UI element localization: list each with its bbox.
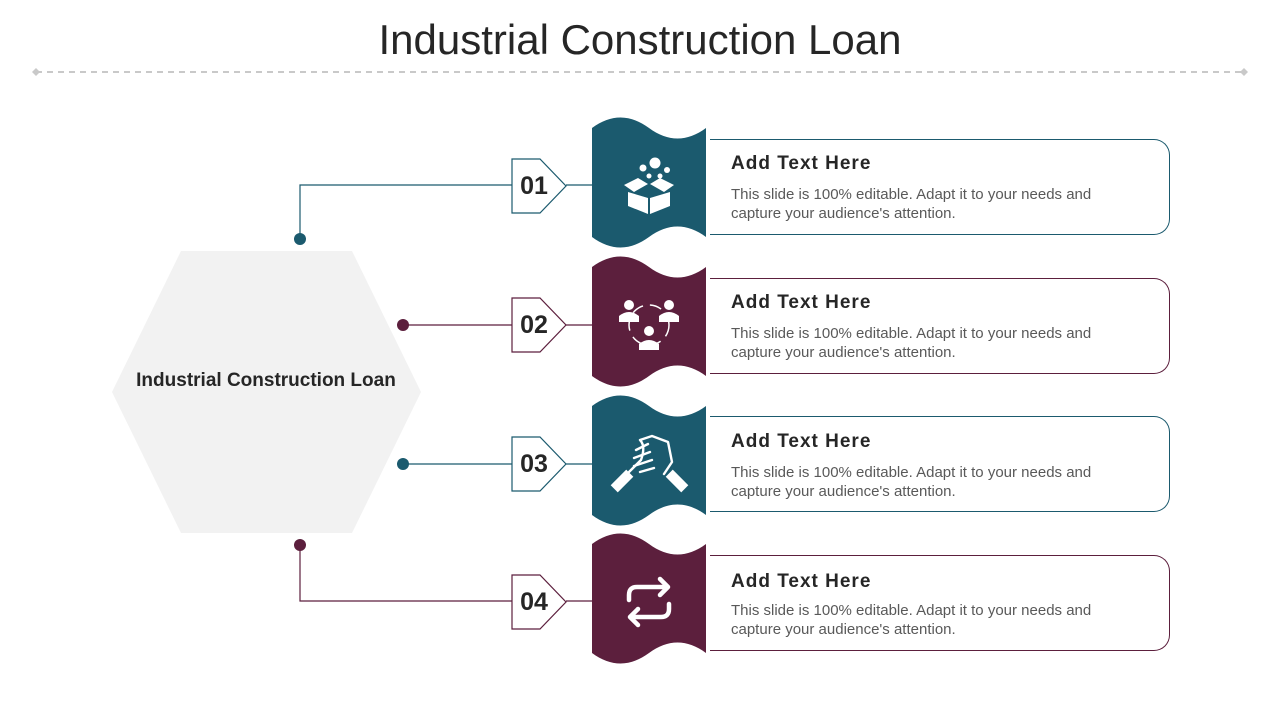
icon-banner-02 bbox=[592, 256, 706, 387]
handshake-icon bbox=[610, 434, 689, 493]
card-heading-01: Add Text Here bbox=[731, 153, 872, 174]
card-heading-04: Add Text Here bbox=[731, 571, 872, 592]
step-number-04: 04 bbox=[520, 588, 548, 616]
connector-02 bbox=[397, 319, 592, 331]
icon-banner-04 bbox=[592, 533, 706, 664]
connector-03 bbox=[397, 458, 592, 470]
step-number-01: 01 bbox=[520, 172, 548, 200]
card-body-03: This slide is 100% editable. Adapt it to… bbox=[731, 464, 1092, 500]
team-network-icon bbox=[619, 300, 679, 350]
box-icon bbox=[624, 157, 674, 214]
page-title: Industrial Construction Loan bbox=[378, 16, 902, 63]
card-heading-02: Add Text Here bbox=[731, 292, 872, 313]
card-body-02: This slide is 100% editable. Adapt it to… bbox=[731, 325, 1092, 361]
number-tag-04 bbox=[511, 574, 567, 630]
card-heading-03: Add Text Here bbox=[731, 431, 872, 452]
icon-banner-01 bbox=[592, 117, 706, 248]
step-number-03: 03 bbox=[520, 450, 548, 478]
exchange-arrows-icon bbox=[626, 576, 672, 628]
card-body-04: This slide is 100% editable. Adapt it to… bbox=[731, 602, 1092, 638]
number-tag-02 bbox=[511, 297, 567, 353]
number-tag-01 bbox=[511, 158, 567, 214]
text-card-03 bbox=[710, 416, 1170, 512]
connector-04 bbox=[294, 539, 592, 602]
text-card-04 bbox=[710, 555, 1170, 651]
number-tag-03 bbox=[511, 436, 567, 492]
text-card-02 bbox=[710, 278, 1170, 374]
connector-01 bbox=[294, 184, 592, 245]
text-card-01 bbox=[710, 139, 1170, 235]
card-body-01: This slide is 100% editable. Adapt it to… bbox=[731, 186, 1092, 222]
center-label: Industrial Construction Loan bbox=[136, 370, 396, 391]
center-hexagon bbox=[112, 251, 421, 533]
step-number-02: 02 bbox=[520, 311, 548, 339]
